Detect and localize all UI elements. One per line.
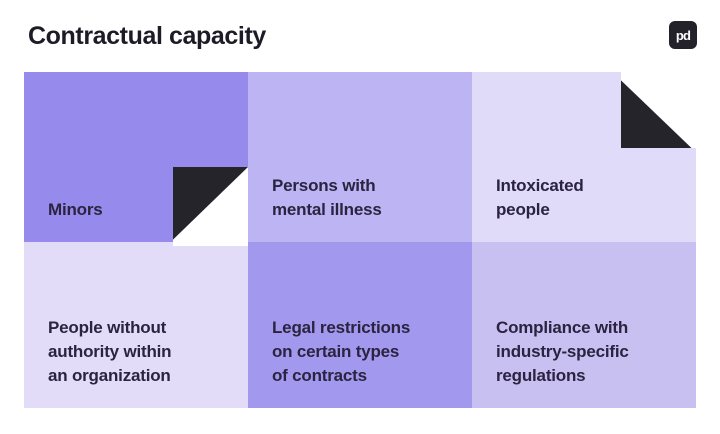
grid-cell-legal-restrictions: Legal restrictions on certain types of c… (248, 242, 472, 408)
grid-cell-people-without-authority: People without authority within an organ… (24, 242, 248, 408)
grid-cell-persons-with-mental-illness-label: Persons with mental illness (272, 176, 382, 219)
pandadoc-logo: pd (669, 21, 697, 49)
capacity-grid: Minors Persons with mental illness Intox… (24, 72, 696, 408)
pandadoc-logo-text: pd (675, 27, 691, 43)
page-title: Contractual capacity (28, 22, 266, 50)
grid-cell-people-without-authority-label: People without authority within an organ… (48, 318, 172, 385)
folded-corner-intoxicated-icon (621, 72, 696, 148)
grid-cell-persons-with-mental-illness: Persons with mental illness (248, 72, 472, 242)
fold-flap-black-triangle-icon (621, 80, 692, 148)
grid-cell-minors: Minors (24, 72, 248, 242)
grid-cell-compliance-label: Compliance with industry-specific regula… (496, 318, 629, 385)
grid-cell-legal-restrictions-label: Legal restrictions on certain types of c… (272, 318, 411, 385)
grid-cell-minors-label: Minors (48, 200, 103, 219)
grid-cell-compliance: Compliance with industry-specific regula… (472, 242, 696, 408)
folded-corner-minors-icon (173, 167, 248, 246)
grid-cell-intoxicated-people-label: Intoxicated people (496, 176, 584, 219)
fold-flap-black-triangle-icon (173, 167, 248, 240)
